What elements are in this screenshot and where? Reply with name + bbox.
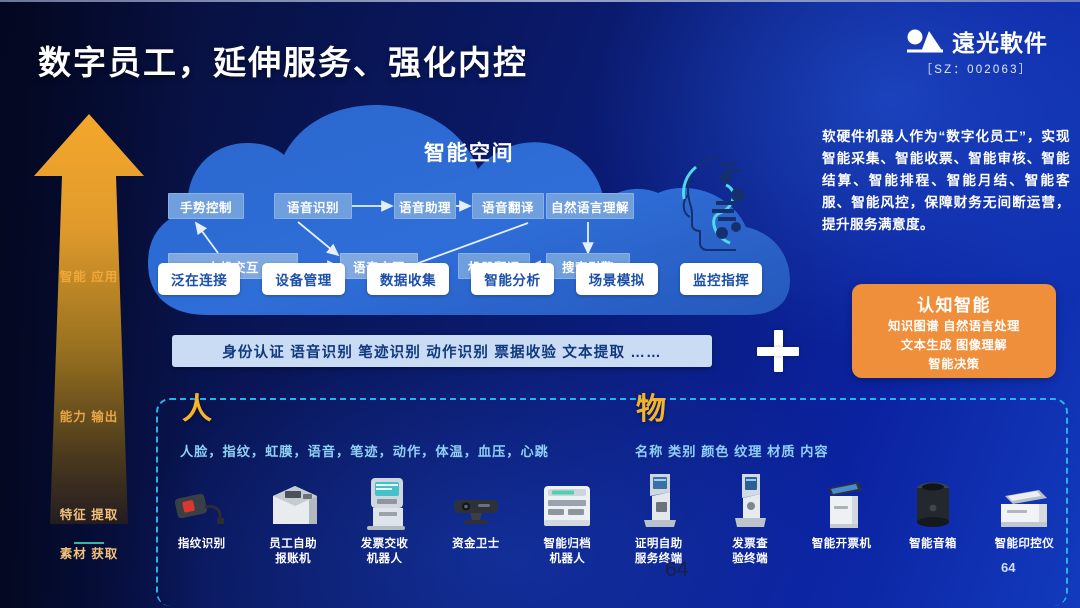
flow-box-nlu[interactable]: 自然语言理解	[546, 193, 634, 219]
page-number-right: 64	[1001, 560, 1016, 575]
page-title: 数字员工，延伸服务、强化内控	[38, 44, 528, 81]
archiving-robot-icon	[538, 472, 596, 530]
arrow-stage-0: 智能 应用	[59, 270, 119, 284]
input-sources-region	[156, 398, 1068, 606]
pill-monitoring-command[interactable]: 监控指挥	[680, 263, 763, 295]
description-paragraph: 软硬件机器人作为“数字化员工”，实现智能采集、智能收票、智能审核、智能结算、智能…	[822, 129, 1070, 232]
pill-device-management[interactable]: 设备管理	[262, 263, 345, 295]
pill-scene-simulation[interactable]: 场景模拟	[575, 263, 659, 295]
cognitive-line-3: 智能决策	[928, 357, 980, 371]
invoice-robot-icon	[359, 472, 411, 530]
group-glyph-things: 物	[636, 393, 666, 426]
device-item[interactable]: 证明自助 服务终端	[613, 472, 704, 582]
device-item[interactable]: 员工自助 报账机	[247, 472, 338, 582]
up-arrow-icon	[34, 114, 144, 524]
device-label: 智能归档 机器人	[543, 538, 592, 565]
pill-data-collection[interactable]: 数据收集	[366, 263, 450, 295]
arrow-stage-3: 素材 获取	[59, 547, 119, 561]
device-label: 智能音箱	[909, 538, 957, 550]
cognitive-intelligence-card: 认知智能 知识图谱 自然语言处理 文本生成 图像理解 智能决策	[852, 284, 1056, 378]
device-item[interactable]: 智能印控仪	[979, 472, 1070, 582]
device-item[interactable]: 智能归档 机器人	[522, 472, 613, 582]
seal-control-printer-icon	[995, 472, 1053, 530]
flow-box-gesture-control[interactable]: 手势控制	[168, 193, 244, 219]
flow-diagram: 手势控制 语音识别 语音助理 语音翻译 自然语言理解 人机交互 语音交互 机器翻…	[148, 103, 790, 335]
device-label: 员工自助 报账机	[269, 538, 317, 565]
people-attributes: 人脸，指纹，虹膜，语音，笔迹，动作，体温，血压，心跳	[180, 444, 549, 459]
device-label: 发票交收 机器人	[360, 538, 409, 565]
device-item[interactable]: 发票查 验终端	[704, 472, 795, 582]
device-label: 发票查 验终端	[732, 538, 768, 565]
page-number: 64	[665, 558, 689, 581]
plus-icon	[757, 330, 799, 372]
ai-head-icon	[676, 151, 762, 255]
device-item[interactable]: 指纹识别	[156, 472, 247, 582]
cognitive-line-2: 文本生成 图像理解	[900, 338, 1008, 352]
flow-arrows	[194, 200, 594, 272]
invoice-printer-icon	[818, 472, 866, 530]
things-attributes: 名称 类别 颜色 纹理 材质 内容	[635, 444, 829, 459]
pill-intelligent-analysis[interactable]: 智能分析	[471, 263, 554, 295]
self-service-kiosk-icon	[265, 472, 321, 530]
arrow-stage-labels: 智能 应用 能力 输出 特征 提取 素材 获取	[28, 110, 150, 561]
brand-stock-code: ［SZ：002063］	[920, 64, 1033, 76]
capability-bar: 身份认证 语音识别 笔迹识别 动作识别 票据收验 文本提取 ……	[172, 335, 712, 367]
smart-speaker-icon	[911, 472, 955, 530]
arrow-stage-divider	[74, 542, 104, 544]
flow-box-voice-translation[interactable]: 语音翻译	[472, 193, 544, 219]
invoice-verify-terminal-icon	[728, 472, 772, 530]
device-label: 智能印控仪	[994, 538, 1055, 550]
flow-box-speech-recognition[interactable]: 语音识别	[274, 193, 352, 219]
cognitive-title: 认知智能	[917, 296, 991, 315]
brand-name: 遠光軟件	[952, 30, 1048, 56]
device-item[interactable]: 发票交收 机器人	[339, 472, 430, 582]
device-label: 资金卫士	[452, 538, 500, 550]
top-divider-rule	[0, 0, 1080, 2]
device-item[interactable]: 智能开票机	[796, 472, 887, 582]
group-glyph-people: 人	[182, 393, 212, 426]
device-item[interactable]: 智能音箱	[887, 472, 978, 582]
device-label: 智能开票机	[811, 538, 872, 550]
device-item[interactable]: 资金卫士	[430, 472, 521, 582]
arrow-stage-2: 特征 提取	[59, 508, 119, 522]
cognitive-line-1: 知识图谱 自然语言处理	[888, 319, 1020, 333]
pill-ubiquitous-connection[interactable]: 泛在连接	[158, 263, 241, 295]
capability-pill-row: 泛在连接 设备管理 数据收集 智能分析 场景模拟 监控指挥	[158, 263, 788, 295]
flow-box-voice-assistant[interactable]: 语音助理	[394, 193, 456, 219]
device-list: 指纹识别 员工自助 报账机	[156, 472, 1070, 582]
maturity-arrow: 智能 应用 能力 输出 特征 提取 素材 获取	[28, 110, 150, 561]
fingerprint-reader-icon	[172, 472, 232, 530]
arrow-stage-1: 能力 输出	[59, 410, 119, 424]
mountain-sun-logo-icon	[905, 28, 945, 54]
cloud-title: 智能空间	[424, 142, 514, 165]
camera-guard-icon	[446, 472, 506, 530]
device-label: 证明自助 服务终端	[634, 538, 683, 565]
device-label: 指纹识别	[177, 538, 226, 550]
intelligent-space-cloud: 智能空间	[148, 103, 790, 335]
brand-logo: 遠光軟件 ［SZ：002063］	[905, 24, 1048, 77]
certificate-terminal-icon	[636, 472, 682, 530]
